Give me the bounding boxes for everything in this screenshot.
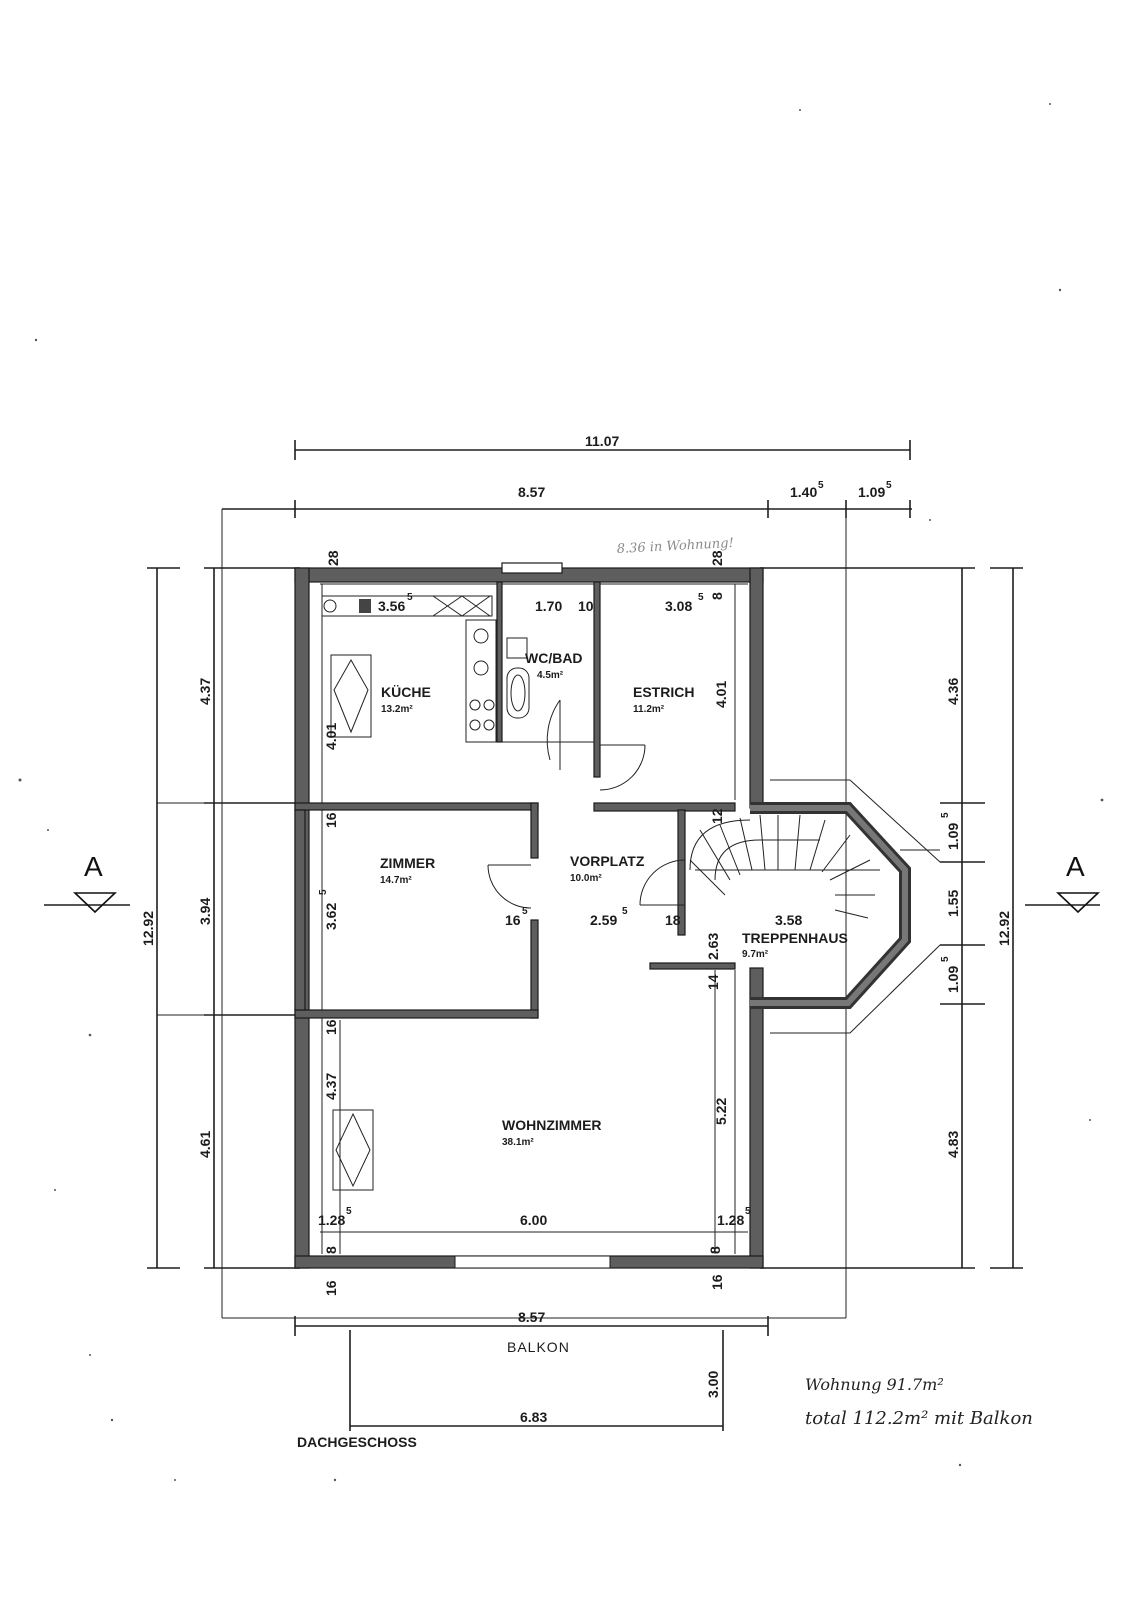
dim-right-b: 1.55 (945, 890, 961, 917)
dim-zimmer-depth: 3.62 (323, 903, 339, 930)
dim-kitchen-depth: 4.01 (323, 723, 339, 750)
dim-wall-12: 12 (709, 808, 725, 824)
dim-right-total: 12.92 (996, 911, 1012, 946)
dim-wall-8a: 8 (323, 1246, 339, 1254)
scan-specks (18, 103, 1104, 1482)
walls (294, 562, 764, 1269)
dim-estrich-depth: 4.01 (713, 681, 729, 708)
dim-wohn-left-depth: 4.37 (323, 1073, 339, 1100)
dim-wall-16a: 16 (323, 812, 339, 828)
dim-bath-width: 1.70 (535, 598, 562, 614)
section-marker-right (1025, 892, 1101, 914)
handwritten-wohnung-area: Wohnung 91.7m² (805, 1375, 944, 1394)
room-treppenhaus-area: 9.7m² (742, 949, 769, 960)
dim-wohn-left-w-sup: 5 (346, 1206, 352, 1217)
room-zimmer-area: 14.7m² (380, 875, 412, 886)
dim-kitchen-width: 3.56 (378, 598, 405, 614)
dim-bottom: 8.57 (518, 1309, 545, 1325)
handwritten-total-area: total 112.2m² mit Balkon (805, 1408, 1033, 1429)
room-vorplatz-name: VORPLATZ (570, 853, 645, 869)
dim-wall-8: 8 (709, 592, 725, 600)
dim-wall-10: 10 (578, 598, 594, 614)
dim-stair-width: 3.58 (775, 912, 802, 928)
dim-wall-16b: 16 (323, 1019, 339, 1035)
room-kueche-area: 13.2m² (381, 704, 413, 715)
room-wohnzimmer-name: WOHNZIMMER (502, 1117, 602, 1133)
room-wohnzimmer-area: 38.1m² (502, 1137, 534, 1148)
dim-wall-16d: 16 (709, 1274, 725, 1290)
dim-estrich-width-sup: 5 (698, 592, 704, 603)
dim-vorplatz-width: 2.59 (590, 912, 617, 928)
dim-wall-28a: 28 (325, 550, 341, 566)
dim-stair-depth: 2.63 (705, 933, 721, 960)
dim-top-mid: 1.40 (790, 484, 817, 500)
floor-title: DACHGESCHOSS (297, 1434, 417, 1450)
handwritten-top-note: 8.36 in Wohnung! (616, 536, 734, 557)
dim-top-right: 1.09 (858, 484, 885, 500)
dim-kitchen-width-sup: 5 (407, 592, 413, 603)
dim-top-right-sup: 5 (886, 480, 892, 491)
dim-right-c-sup: 5 (940, 956, 951, 962)
dim-right-c: 1.09 (945, 966, 961, 993)
dim-wohn-width: 6.00 (520, 1212, 547, 1228)
kitchen-fixtures (321, 595, 497, 1191)
dim-left-mid: 3.94 (197, 898, 213, 925)
dim-wohn-right-depth: 5.22 (713, 1098, 729, 1125)
dim-estrich-width: 3.08 (665, 598, 692, 614)
dim-wall-28b: 28 (709, 550, 725, 566)
dim-left-bottom: 4.61 (197, 1131, 213, 1158)
dim-top-mid-sup: 5 (818, 480, 824, 491)
dimension-labels: 11.07 8.57 1.40 5 1.09 5 8.57 4.37 3.94 … (140, 433, 1012, 1425)
section-label-left: A (84, 851, 103, 882)
dim-top-left: 8.57 (518, 484, 545, 500)
bath-fixtures (502, 637, 594, 743)
room-vorplatz-area: 10.0m² (570, 873, 602, 884)
dim-wall-16c: 16 (323, 1280, 339, 1296)
dim-balkon-width: 6.83 (520, 1409, 547, 1425)
dimension-lines (147, 440, 1023, 1336)
dim-right-top: 4.36 (945, 678, 961, 705)
dim-top-total: 11.07 (585, 433, 619, 449)
dim-wohn-right-w-sup: 5 (745, 1206, 751, 1217)
doors (487, 699, 686, 909)
dim-vorplatz-width-sup: 5 (622, 906, 628, 917)
room-treppenhaus-name: TREPPENHAUS (742, 930, 848, 946)
dim-zimmer-depth-sup: 5 (318, 889, 329, 895)
room-wc-name: WC/BAD (525, 650, 583, 666)
dim-wall-16-5-sup: 5 (522, 906, 528, 917)
dim-wall-14: 14 (705, 974, 721, 990)
dim-right-a: 1.09 (945, 823, 961, 850)
dim-right-bottom: 4.83 (945, 1131, 961, 1158)
dim-right-a-sup: 5 (940, 812, 951, 818)
room-estrich-name: ESTRICH (633, 684, 694, 700)
room-zimmer-name: ZIMMER (380, 855, 435, 871)
balcony-outline (349, 1330, 724, 1431)
dim-wall-18: 18 (665, 912, 681, 928)
section-marker-left (44, 892, 130, 914)
dim-left-top: 4.37 (197, 678, 213, 705)
dim-wall-8b: 8 (707, 1246, 723, 1254)
room-wc-area: 4.5m² (537, 670, 564, 681)
dim-wohn-left-w: 1.28 (318, 1212, 345, 1228)
room-balkon-name: BALKON (507, 1339, 570, 1355)
dim-left-total: 12.92 (140, 911, 156, 946)
dim-wall-16-5: 16 (505, 912, 521, 928)
room-labels: KÜCHE 13.2m² WC/BAD 4.5m² ESTRICH 11.2m²… (380, 650, 848, 1355)
section-label-right: A (1066, 851, 1085, 882)
dim-balkon-depth: 3.00 (705, 1371, 721, 1398)
dim-wohn-right-w: 1.28 (717, 1212, 744, 1228)
room-kueche-name: KÜCHE (381, 684, 431, 700)
staircase (689, 802, 911, 1009)
room-estrich-area: 11.2m² (633, 704, 665, 715)
